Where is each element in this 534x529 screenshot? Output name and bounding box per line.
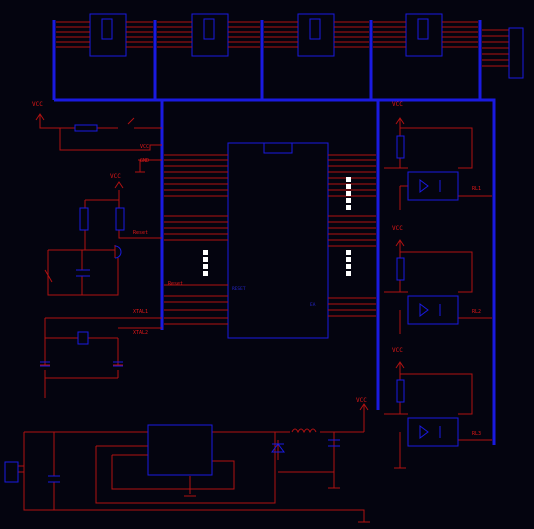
vcc-arrow-2 xyxy=(114,181,124,189)
optocoupler-3-symbol xyxy=(419,425,441,439)
crystal-load-capacitors xyxy=(40,361,123,367)
relay-2-wires xyxy=(384,240,492,334)
relay-1-label: RL1 xyxy=(472,186,481,192)
pin-marker xyxy=(346,250,351,255)
relay-channel-2 xyxy=(384,239,492,334)
crystal-wires xyxy=(40,317,162,398)
pin-marker xyxy=(203,271,208,276)
display-bus-risers xyxy=(52,20,482,100)
relay-channel-3 xyxy=(384,361,492,469)
vcc-arrow-3 xyxy=(395,117,405,125)
connector-wires xyxy=(482,29,509,67)
seven-segment-group xyxy=(52,13,524,445)
pin-marker xyxy=(346,184,351,189)
mcu-chip xyxy=(227,142,329,339)
optocoupler-2-symbol xyxy=(419,303,441,317)
relay-1-wires xyxy=(384,118,492,210)
vcc-arrow-4 xyxy=(395,239,405,247)
pin-marker xyxy=(346,257,351,262)
xtal2-label: XTAL2 xyxy=(133,330,148,336)
vcc-label-3: VCC xyxy=(392,101,403,108)
mcu-reset-pin: RESET xyxy=(232,286,246,292)
relay-3-resistor xyxy=(396,379,405,403)
reset-resistor-2 xyxy=(115,207,125,231)
vcc-arrow-6 xyxy=(359,403,369,411)
vcc-arrow-5 xyxy=(395,361,405,369)
crystal xyxy=(77,331,89,345)
optocoupler-2 xyxy=(407,295,459,325)
vcc-pin-label: VCC xyxy=(140,144,149,150)
pin-marker xyxy=(346,177,351,182)
reset-circuit xyxy=(44,181,162,296)
zener-diode xyxy=(271,443,285,453)
power-switch-wires xyxy=(39,115,162,129)
pin-marker xyxy=(346,191,351,196)
power-supply-wires xyxy=(18,404,370,523)
regulator-chip xyxy=(147,424,213,476)
optocoupler-3 xyxy=(407,417,459,447)
reset-capacitor xyxy=(76,269,90,277)
vcc-label-2: VCC xyxy=(110,173,121,180)
mcu-pin-wires xyxy=(164,154,376,325)
relay-channel-1 xyxy=(384,117,492,210)
reset-label: Reset xyxy=(133,230,148,236)
vcc-label-4: VCC xyxy=(392,225,403,232)
reset-wires xyxy=(44,190,162,296)
pin-marker xyxy=(346,271,351,276)
output-capacitor xyxy=(328,439,340,447)
segment-digit-3 xyxy=(309,18,321,40)
power-switch-block xyxy=(35,113,162,173)
relay-1-resistor xyxy=(396,135,405,159)
relay-3-label: RL3 xyxy=(472,431,481,437)
display-segment-wires xyxy=(56,21,478,48)
seven-segment-display-3 xyxy=(297,13,335,57)
xtal1-label: XTAL1 xyxy=(133,309,148,315)
mcu-notch xyxy=(263,142,293,154)
mcu-ea-pin: EA xyxy=(310,302,316,308)
mcu-block xyxy=(164,142,376,339)
main-data-bus xyxy=(54,98,496,445)
dc-input-jack xyxy=(4,461,19,483)
reset-transistor xyxy=(114,245,122,259)
segment-digit-4 xyxy=(417,18,429,40)
relay-2-resistor xyxy=(396,257,405,281)
pin-marker xyxy=(203,250,208,255)
vcc-arrow-1 xyxy=(35,113,45,121)
input-capacitor xyxy=(48,475,60,483)
relay-3-wires xyxy=(384,362,492,469)
reset-resistor-1 xyxy=(79,207,89,231)
pin-marker xyxy=(346,264,351,269)
reset-short-label: Reset xyxy=(168,281,183,287)
pin-marker xyxy=(203,257,208,262)
optocoupler-1 xyxy=(407,171,459,201)
gnd-pin-label: GND xyxy=(140,158,149,164)
optocoupler-1-symbol xyxy=(419,179,441,193)
inductor xyxy=(291,428,317,434)
segment-digit-2 xyxy=(203,18,215,40)
vcc-label-5: VCC xyxy=(392,347,403,354)
pin-marker xyxy=(346,198,351,203)
pin-marker xyxy=(346,205,351,210)
pin-marker xyxy=(203,264,208,269)
seven-segment-display-2 xyxy=(191,13,229,57)
vcc-label-1: VCC xyxy=(32,101,43,108)
header-connector xyxy=(508,27,524,79)
seven-segment-display-4 xyxy=(405,13,443,57)
power-supply-block xyxy=(4,403,370,523)
vcc-label-6: VCC xyxy=(356,397,367,404)
supply-wires xyxy=(59,128,162,173)
seven-segment-display-1 xyxy=(89,13,127,57)
segment-digit-1 xyxy=(101,18,113,40)
crystal-circuit xyxy=(40,317,162,398)
fuse xyxy=(74,124,98,132)
relay-2-label: RL2 xyxy=(472,309,481,315)
